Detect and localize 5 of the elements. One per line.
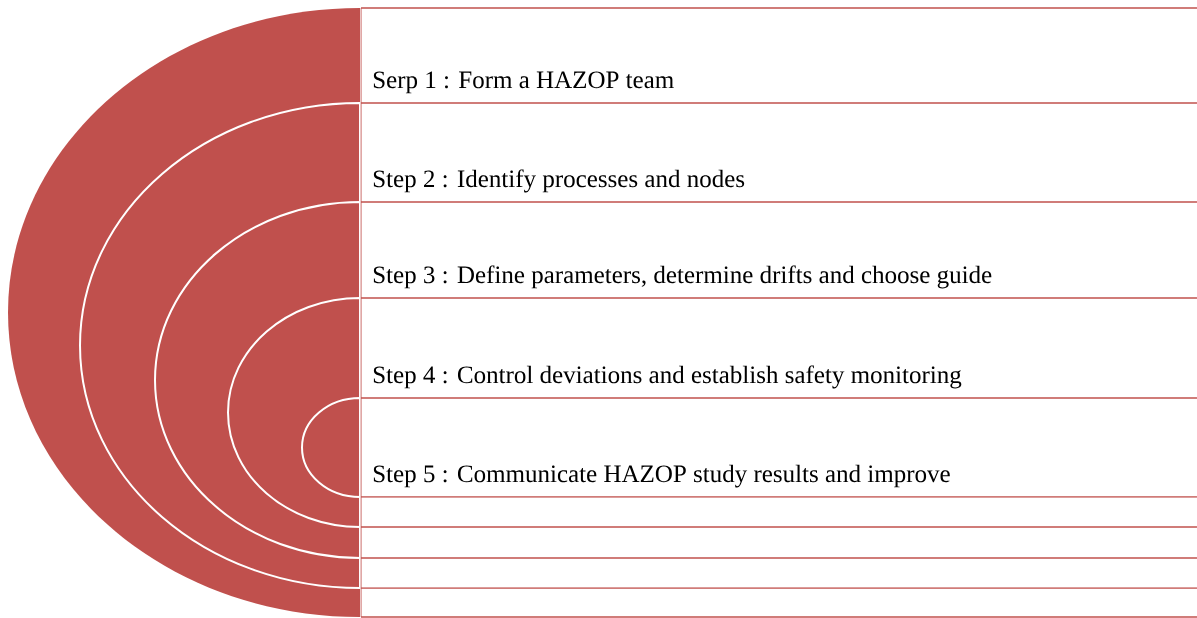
step-label: Step 3 : Define parameters, determine drifts and choose guide [373,265,992,289]
step-label: Step 5 : Communicate HAZOP study results and improve [373,464,950,488]
step-label: Step 2 : Identify processes and nodes [373,169,745,193]
step-label: Serp 1 : Form a HAZOP team [373,71,674,94]
step-label: Step 4 : Control deviations and establish safety monitoring [373,365,962,389]
